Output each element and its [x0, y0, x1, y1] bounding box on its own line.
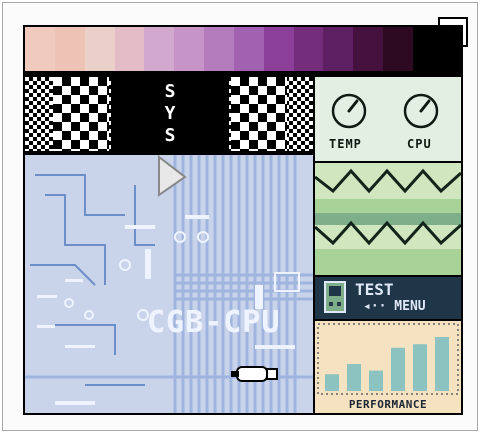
color-palette-strip: [25, 27, 413, 71]
circuit-traces: [25, 155, 313, 413]
sys-banner: S Y S: [25, 77, 313, 151]
gameboy-icon: [324, 281, 346, 313]
palette-swatch: [353, 27, 384, 71]
palette-swatch: [263, 27, 294, 71]
waveform-panel: [315, 163, 461, 275]
palette-swatch: [114, 27, 145, 71]
sys-letter: S: [164, 125, 176, 146]
palette-swatch: [144, 27, 175, 71]
cpu-gauge-label: CPU: [407, 137, 432, 151]
circuit-board-view: CGB-CPU: [25, 155, 313, 413]
sys-letter: S: [164, 81, 176, 102]
performance-bar: [325, 374, 339, 391]
performance-bar: [435, 337, 449, 391]
menu-subtitle: ◂·· MENU: [363, 299, 426, 314]
performance-panel: PERFORMANCE: [315, 321, 461, 413]
sys-text-block: S Y S: [111, 77, 229, 151]
temp-gauge-label: TEMP: [329, 137, 362, 151]
checker-pattern-right: [231, 77, 287, 151]
gauge-dials: [331, 93, 439, 129]
checker-pattern-left: [53, 77, 109, 151]
performance-bar: [413, 344, 427, 391]
palette-swatch: [25, 27, 55, 71]
palette-swatch: [383, 27, 413, 71]
waveform-graphic: [315, 163, 461, 275]
palette-swatch: [54, 27, 85, 71]
display-screen: S Y S: [23, 25, 463, 415]
palette-swatch: [84, 27, 115, 71]
test-menu-panel[interactable]: TEST ◂·· MENU: [315, 277, 461, 319]
palette-swatch: [233, 27, 264, 71]
performance-bar: [369, 370, 383, 391]
performance-caption: PERFORMANCE: [315, 397, 461, 413]
menu-title: TEST: [355, 280, 394, 299]
gauge-panel: TEMP CPU: [315, 77, 461, 161]
sys-letter: Y: [164, 103, 176, 124]
performance-chart: [317, 323, 459, 395]
performance-bar: [391, 347, 405, 391]
palette-swatch: [174, 27, 205, 71]
palette-swatch: [323, 27, 354, 71]
performance-bar: [347, 364, 361, 391]
board-chip-label: CGB-CPU: [147, 305, 281, 340]
app-window: × S Y S: [2, 2, 478, 431]
palette-swatch: [293, 27, 324, 71]
palette-swatch: [204, 27, 234, 71]
status-sidebar: TEMP CPU: [315, 77, 461, 413]
